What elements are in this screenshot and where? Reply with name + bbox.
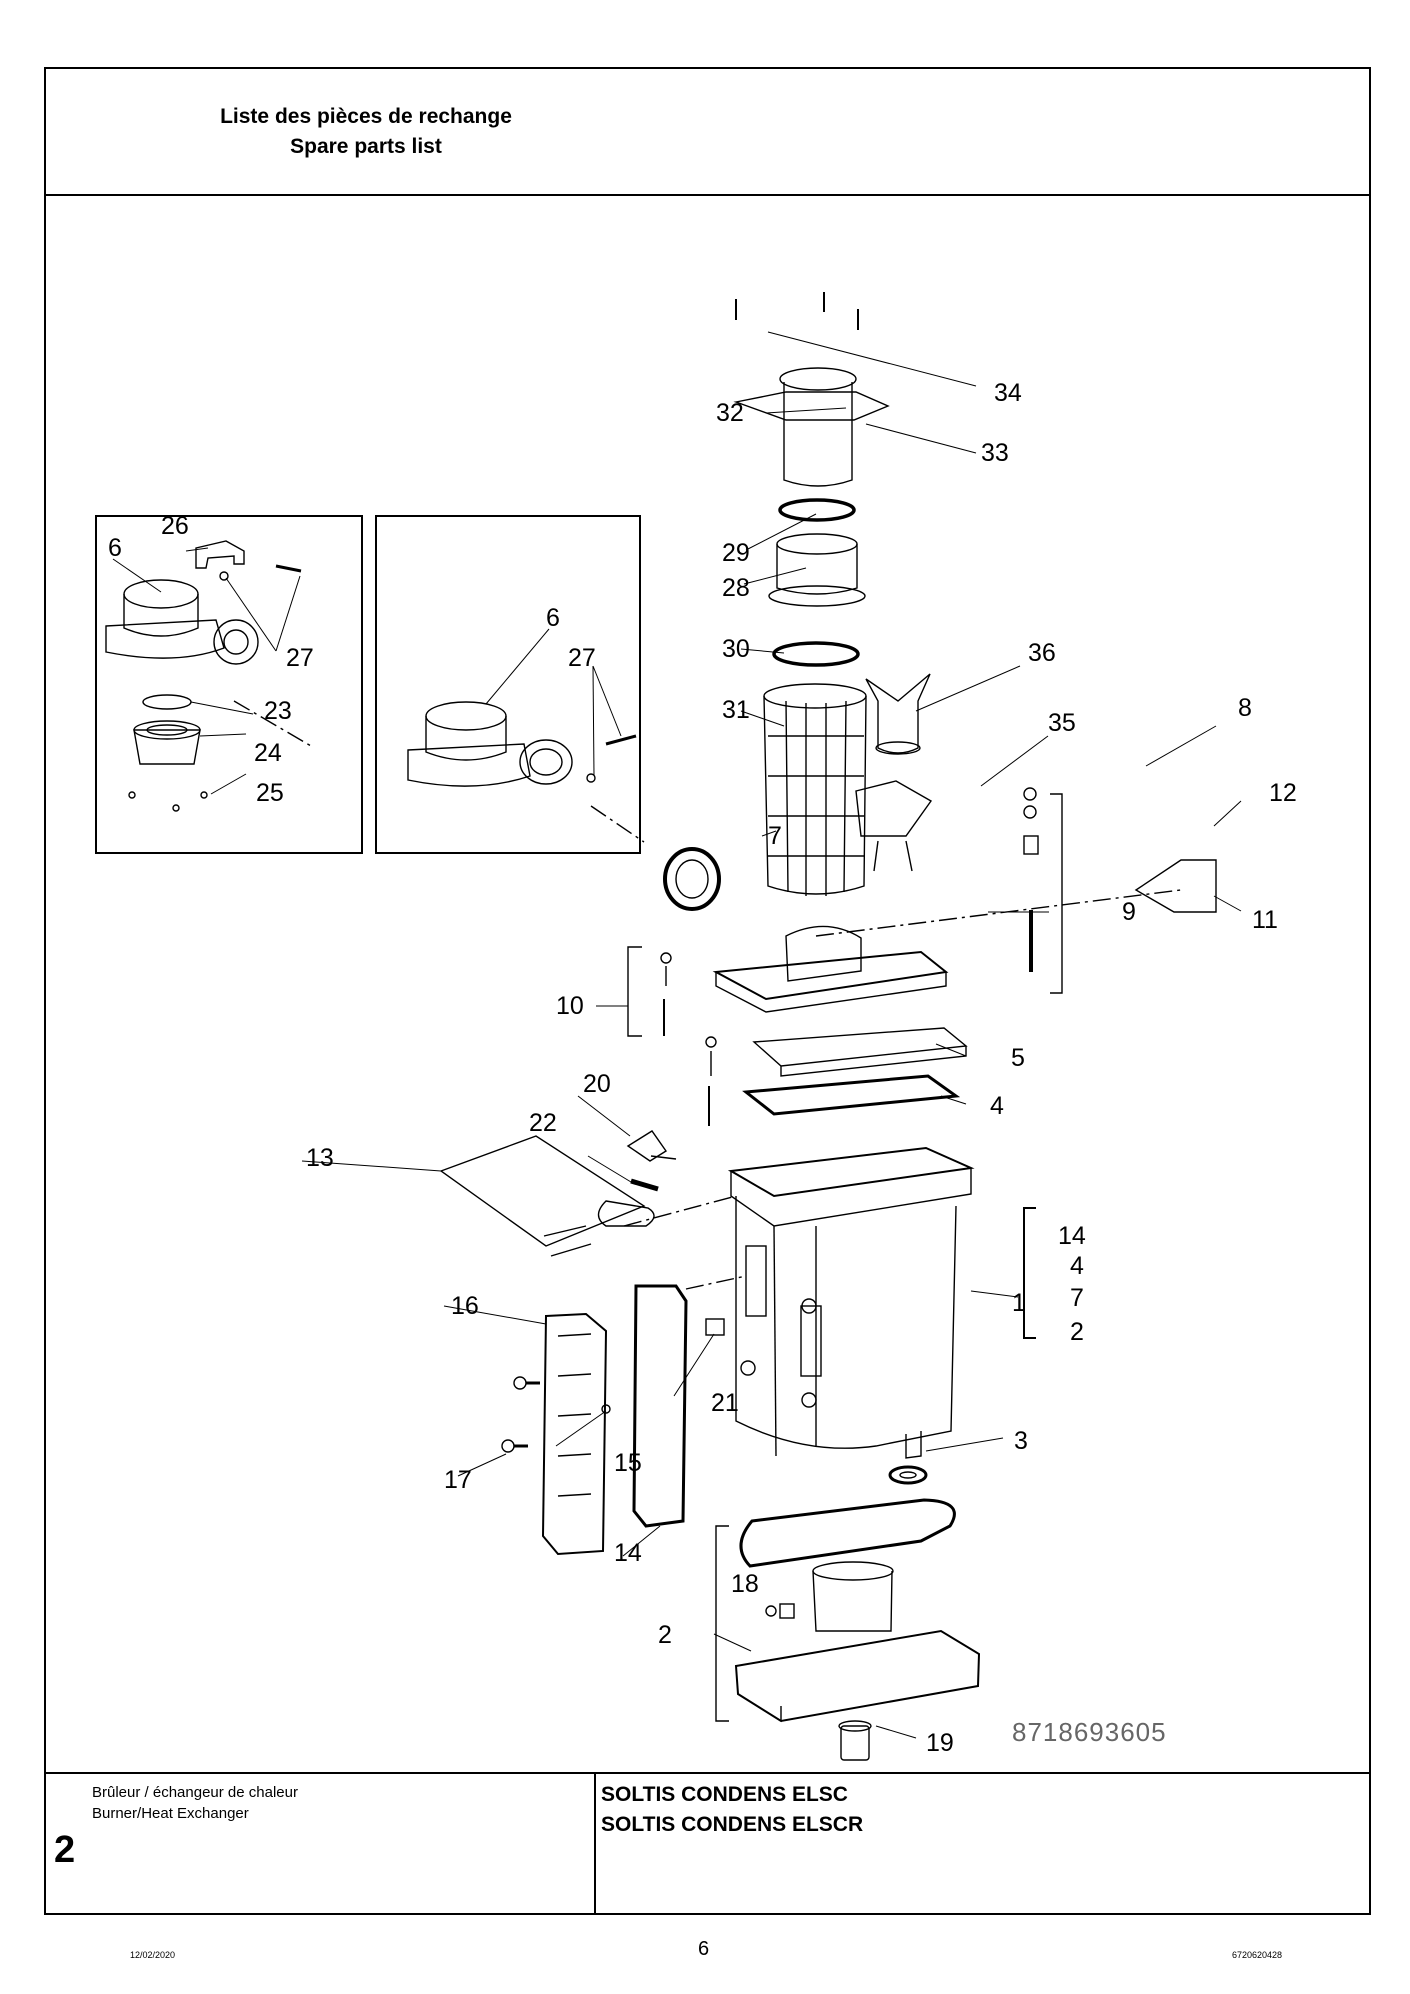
title-block-separator xyxy=(594,1772,596,1915)
swirl-35 xyxy=(855,780,933,872)
exploded-view-drawing: 34 32 33 29 28 30 31 36 35 8 12 11 9 7 1… xyxy=(95,292,1297,1761)
callout-6-left: 6 xyxy=(108,534,122,562)
callout-16: 16 xyxy=(451,1292,479,1320)
connector-28 xyxy=(768,533,866,607)
condensate-tray-2 xyxy=(715,1498,981,1723)
callout-17: 17 xyxy=(444,1466,472,1494)
inset-box-right xyxy=(375,515,641,854)
seal-3 xyxy=(888,1465,928,1485)
drawing-reference: 8718693605 xyxy=(1012,1717,1167,1747)
gasket-23 xyxy=(142,694,192,710)
callout-36: 36 xyxy=(1028,639,1056,667)
callout-32: 32 xyxy=(716,399,744,427)
bracket-20 xyxy=(626,1130,677,1162)
model-name-1: SOLTIS CONDENS ELSC xyxy=(601,1783,848,1806)
section-number: 2 xyxy=(54,1829,76,1871)
callout-labels: 34 32 33 29 28 30 31 36 35 8 12 11 9 7 1… xyxy=(108,379,1297,1757)
section-title-en: Burner/Heat Exchanger xyxy=(92,1805,249,1822)
callout-3: 3 xyxy=(1014,1427,1028,1455)
callout-11: 11 xyxy=(1252,906,1278,934)
seal-29 xyxy=(778,498,856,522)
header-divider xyxy=(46,194,1369,196)
screw-16b xyxy=(513,1376,540,1390)
title-fr: Liste des pièces de rechange xyxy=(220,105,512,128)
callout-15: 15 xyxy=(614,1449,642,1477)
callout-27-left: 27 xyxy=(286,644,314,672)
bracket-11 xyxy=(1134,859,1217,913)
seal-30 xyxy=(772,641,860,667)
callout-4: 4 xyxy=(990,1092,1004,1120)
section-title-fr: Brûleur / échangeur de chaleur xyxy=(92,1784,298,1801)
burner-31 xyxy=(763,683,867,896)
callout-group-2: 2 xyxy=(1070,1318,1084,1346)
callout-23: 23 xyxy=(264,697,292,725)
siphon-19 xyxy=(838,1720,872,1761)
callout-20: 20 xyxy=(583,1070,611,1098)
callout-1: 1 xyxy=(1012,1289,1026,1317)
callout-10: 10 xyxy=(556,992,584,1020)
page-frame: Liste des pièces de rechange Spare parts… xyxy=(44,67,1371,1915)
adapter-24 xyxy=(133,720,201,765)
gasket-4 xyxy=(742,1074,961,1116)
screw-17 xyxy=(501,1439,528,1453)
callout-33: 33 xyxy=(981,439,1009,467)
electrode-22 xyxy=(630,1178,659,1192)
inset-box-left xyxy=(95,515,363,854)
bolt-group-10 xyxy=(627,946,717,1126)
seal-7 xyxy=(663,847,721,911)
title-en: Spare parts list xyxy=(290,135,442,158)
callout-28: 28 xyxy=(722,574,750,602)
clip-15 xyxy=(601,1404,611,1414)
callout-31: 31 xyxy=(722,696,750,724)
callout-18: 18 xyxy=(731,1570,759,1598)
callout-25: 25 xyxy=(256,779,284,807)
callout-8: 8 xyxy=(1238,694,1252,722)
title-block-divider xyxy=(46,1772,1369,1774)
callout-14: 14 xyxy=(614,1539,642,1567)
blower-right xyxy=(407,701,637,787)
callout-5: 5 xyxy=(1011,1044,1025,1072)
callout-24: 24 xyxy=(254,739,282,767)
footer-date: 12/02/2020 xyxy=(130,1950,176,1960)
bolt-group-9 xyxy=(1023,787,1063,994)
screws-25 xyxy=(128,791,208,812)
blower-left xyxy=(105,540,302,665)
model-name-2: SOLTIS CONDENS ELSCR xyxy=(601,1813,864,1836)
cover-16 xyxy=(541,1312,608,1556)
heat-exchanger-1 xyxy=(727,1146,1036,1459)
callout-group-7: 7 xyxy=(1070,1284,1084,1312)
flue-adapter-32 xyxy=(733,292,890,487)
callout-12: 12 xyxy=(1269,779,1297,807)
plate-13 xyxy=(439,1135,655,1257)
burner-door xyxy=(712,925,949,1013)
callout-35: 35 xyxy=(1048,709,1076,737)
callout-9: 9 xyxy=(1122,898,1136,926)
callout-26: 26 xyxy=(161,512,189,540)
callout-group-4: 4 xyxy=(1070,1252,1084,1280)
callout-30: 30 xyxy=(722,635,750,663)
callout-19: 19 xyxy=(926,1729,954,1757)
gasket-14 xyxy=(632,1284,688,1528)
callout-13: 13 xyxy=(306,1144,334,1172)
callout-29: 29 xyxy=(722,539,750,567)
callout-34: 34 xyxy=(994,379,1022,407)
callout-21: 21 xyxy=(711,1389,739,1417)
footer-page-number: 6 xyxy=(698,1938,710,1960)
callout-6-right: 6 xyxy=(546,604,560,632)
sensor-21 xyxy=(705,1318,725,1336)
callout-2: 2 xyxy=(658,1621,672,1649)
footer-doc-number: 6720620428 xyxy=(1232,1950,1283,1960)
callout-7: 7 xyxy=(768,822,782,850)
callout-22: 22 xyxy=(529,1109,557,1137)
venturi-36 xyxy=(865,673,931,755)
insulation-5 xyxy=(752,1027,968,1077)
callout-group-14: 14 xyxy=(1058,1222,1086,1250)
callout-27-right: 27 xyxy=(568,644,596,672)
clip-18 xyxy=(765,1603,795,1619)
